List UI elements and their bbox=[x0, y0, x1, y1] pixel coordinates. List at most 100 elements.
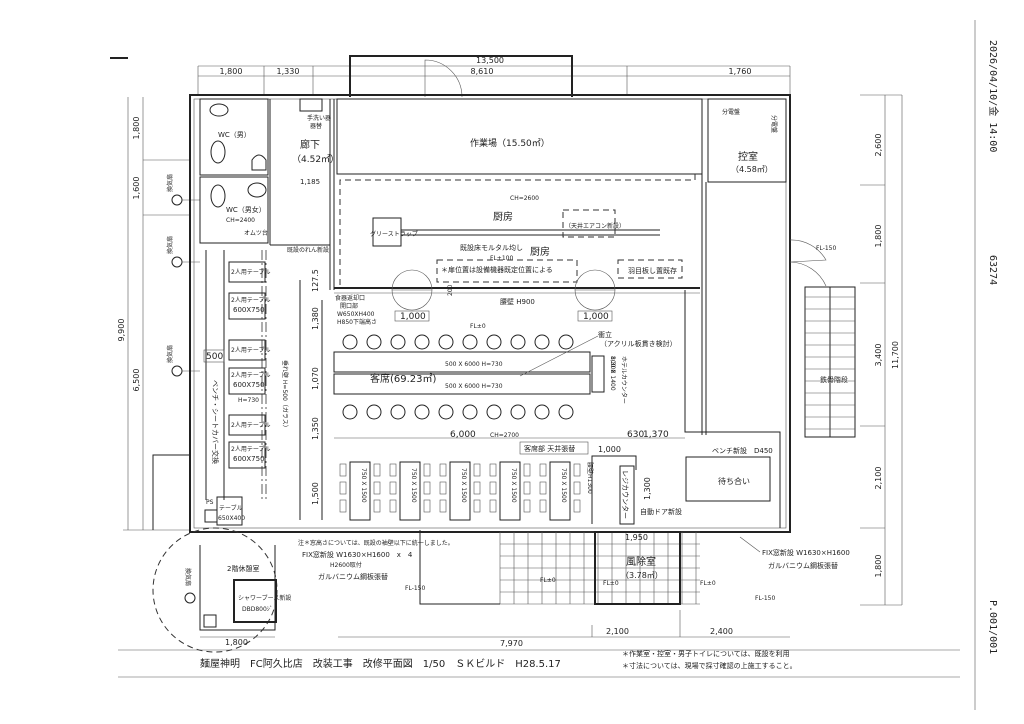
drawing-title: 麺屋神明 FC阿久比店 改装工事 改修平面図 1/50 ＳＫビルド H28.5.… bbox=[200, 657, 561, 670]
chair-icon bbox=[339, 463, 347, 477]
exhaust-fan-icon bbox=[171, 365, 183, 377]
chair-icon bbox=[373, 481, 381, 495]
stool-icon bbox=[510, 334, 526, 350]
fax-job-id: 63274 bbox=[987, 255, 998, 285]
dim-top-total: 13,500 bbox=[476, 56, 504, 65]
plan-label: レジカウンター bbox=[621, 470, 630, 519]
plan-label: ベンチ新設 D450 bbox=[712, 446, 773, 455]
plan-label: H850下端高さ bbox=[337, 318, 377, 326]
chair-icon bbox=[373, 463, 381, 477]
window-notes: 注＊窓高さについては、既設の袖壁以下に統一しました。 FIX窓新設 W1630×… bbox=[298, 536, 850, 581]
chair-icon bbox=[423, 481, 431, 495]
plan-label: 1,000 bbox=[598, 445, 621, 454]
stool-icon bbox=[486, 404, 502, 420]
plan-label: 控室 bbox=[738, 150, 758, 163]
plan-label: 待ち合い bbox=[718, 476, 750, 486]
chair-icon bbox=[339, 481, 347, 495]
stool-icon bbox=[390, 404, 406, 420]
step bbox=[419, 530, 500, 605]
plan-label: 1,950 bbox=[625, 533, 648, 542]
plan-label: 鉄骨階段 bbox=[820, 375, 848, 384]
table bbox=[499, 461, 521, 521]
chair-icon bbox=[439, 499, 447, 513]
plan-label: （3.78㎡） bbox=[621, 571, 663, 580]
fax-page: P.001/001 bbox=[987, 600, 998, 654]
chair-icon bbox=[423, 499, 431, 513]
plan-label: 2人用テーブル bbox=[231, 421, 270, 429]
stool-icon bbox=[534, 404, 550, 420]
chair-icon bbox=[523, 463, 531, 477]
chair-icon bbox=[389, 481, 397, 495]
table-size-label: 750 X 1500 bbox=[560, 468, 567, 503]
dim-right-3: 3,400 bbox=[874, 344, 883, 367]
plan-label: 500 bbox=[206, 352, 223, 362]
plan-label: 1,000 bbox=[583, 312, 609, 322]
chair-icon bbox=[473, 463, 481, 477]
plan-label: PS bbox=[206, 499, 214, 506]
stool-icon bbox=[438, 404, 454, 420]
table bbox=[349, 461, 371, 521]
plan-label: 600X750 bbox=[233, 306, 265, 314]
plan-label: 換気扇 bbox=[184, 568, 192, 586]
chair-icon bbox=[473, 481, 481, 495]
plan-label: 換気扇 bbox=[166, 174, 174, 192]
plan-label: 2,100 bbox=[606, 627, 629, 636]
plan-label: 1,350 bbox=[311, 417, 320, 440]
dim-top-4: 1,760 bbox=[729, 67, 752, 76]
plan-label: （4.58㎡） bbox=[731, 165, 773, 174]
table-size-label: 750 X 1500 bbox=[410, 468, 417, 503]
chair-icon bbox=[373, 499, 381, 513]
control-room: 分電盤 分電盤 控室 （4.58㎡） FL-150 bbox=[722, 108, 836, 252]
table-size-label: 750 X 1500 bbox=[510, 468, 517, 503]
plan-label: 腰壁H1300 bbox=[586, 462, 594, 494]
plan-label: W650XH400 bbox=[337, 311, 375, 318]
chair-icon bbox=[339, 499, 347, 513]
chair-icon bbox=[539, 463, 547, 477]
chair-icon bbox=[573, 481, 581, 495]
chair-icon bbox=[489, 499, 497, 513]
plan-label: FL-150 bbox=[405, 585, 425, 592]
chair-icon bbox=[539, 481, 547, 495]
plan-label: 500 X 6000 H=730 bbox=[445, 383, 503, 390]
chair-icon bbox=[439, 463, 447, 477]
plan-label: FL+100 bbox=[490, 255, 513, 262]
plan-label: グリーストラップ bbox=[370, 230, 418, 238]
plan-label: 7,970 bbox=[500, 639, 523, 648]
dim-right-5: 1,800 bbox=[874, 555, 883, 578]
wc-unisex-label: WC（男女） bbox=[226, 205, 266, 214]
plan-label: 500 X 6000 H=730 bbox=[445, 361, 503, 368]
wc-ch-label: CH=2400 bbox=[226, 217, 255, 224]
dish-opening: 食器返却口 開口部 W650XH400 H850下端高さ bbox=[335, 294, 377, 326]
counter-seating bbox=[342, 334, 574, 420]
plan-label: FIX窓新設 W1630×H1600 bbox=[762, 548, 850, 557]
stool-icon bbox=[414, 404, 430, 420]
exhaust-fans: 換気扇 換気扇 換気扇 bbox=[166, 174, 200, 377]
chair-icon bbox=[489, 481, 497, 495]
kitchen: CH=2600 厨房 厨房 グリーストラップ （天井エアコン新設） 既設床モルタ… bbox=[339, 172, 696, 322]
right-dimensions: 2,600 1,800 3,400 2,100 1,800 11,700 bbox=[860, 94, 903, 606]
dim-right-4: 2,100 bbox=[874, 467, 883, 490]
stool-icon bbox=[414, 334, 430, 350]
hand-wash-label: 手洗い器 bbox=[307, 114, 331, 122]
plan-label: 600X750 bbox=[233, 455, 265, 463]
plan-label: H2600取付 bbox=[330, 561, 362, 569]
corridor-area: （4.52㎡） bbox=[292, 154, 339, 165]
plan-label: FL±0 bbox=[540, 577, 556, 584]
plan-label: 1,300 bbox=[643, 477, 652, 500]
stool-icon bbox=[342, 404, 358, 420]
grease-trap bbox=[372, 217, 402, 247]
plan-label: 1,370 bbox=[643, 430, 669, 440]
stool-icon bbox=[438, 334, 454, 350]
chair-icon bbox=[389, 499, 397, 513]
top-dimensions: 13,500 1,800 1,330 8,610 1,760 bbox=[197, 55, 791, 98]
diaper-label: オムツ台 bbox=[244, 229, 268, 237]
plan-label: ガルバニウム鋼板張替 bbox=[318, 572, 388, 581]
dim-top-2: 1,330 bbox=[277, 67, 300, 76]
plan-label: 食器返却口 bbox=[335, 294, 365, 302]
left-dimensions: 9,900 1,800 1,600 6,500 bbox=[117, 97, 190, 531]
plan-label: 開口部 bbox=[340, 302, 358, 310]
chair-icon bbox=[439, 481, 447, 495]
chair-icon bbox=[539, 499, 547, 513]
noren-label: 既設のれん新設 bbox=[287, 246, 329, 254]
plan-label: 1,380 bbox=[311, 307, 320, 330]
